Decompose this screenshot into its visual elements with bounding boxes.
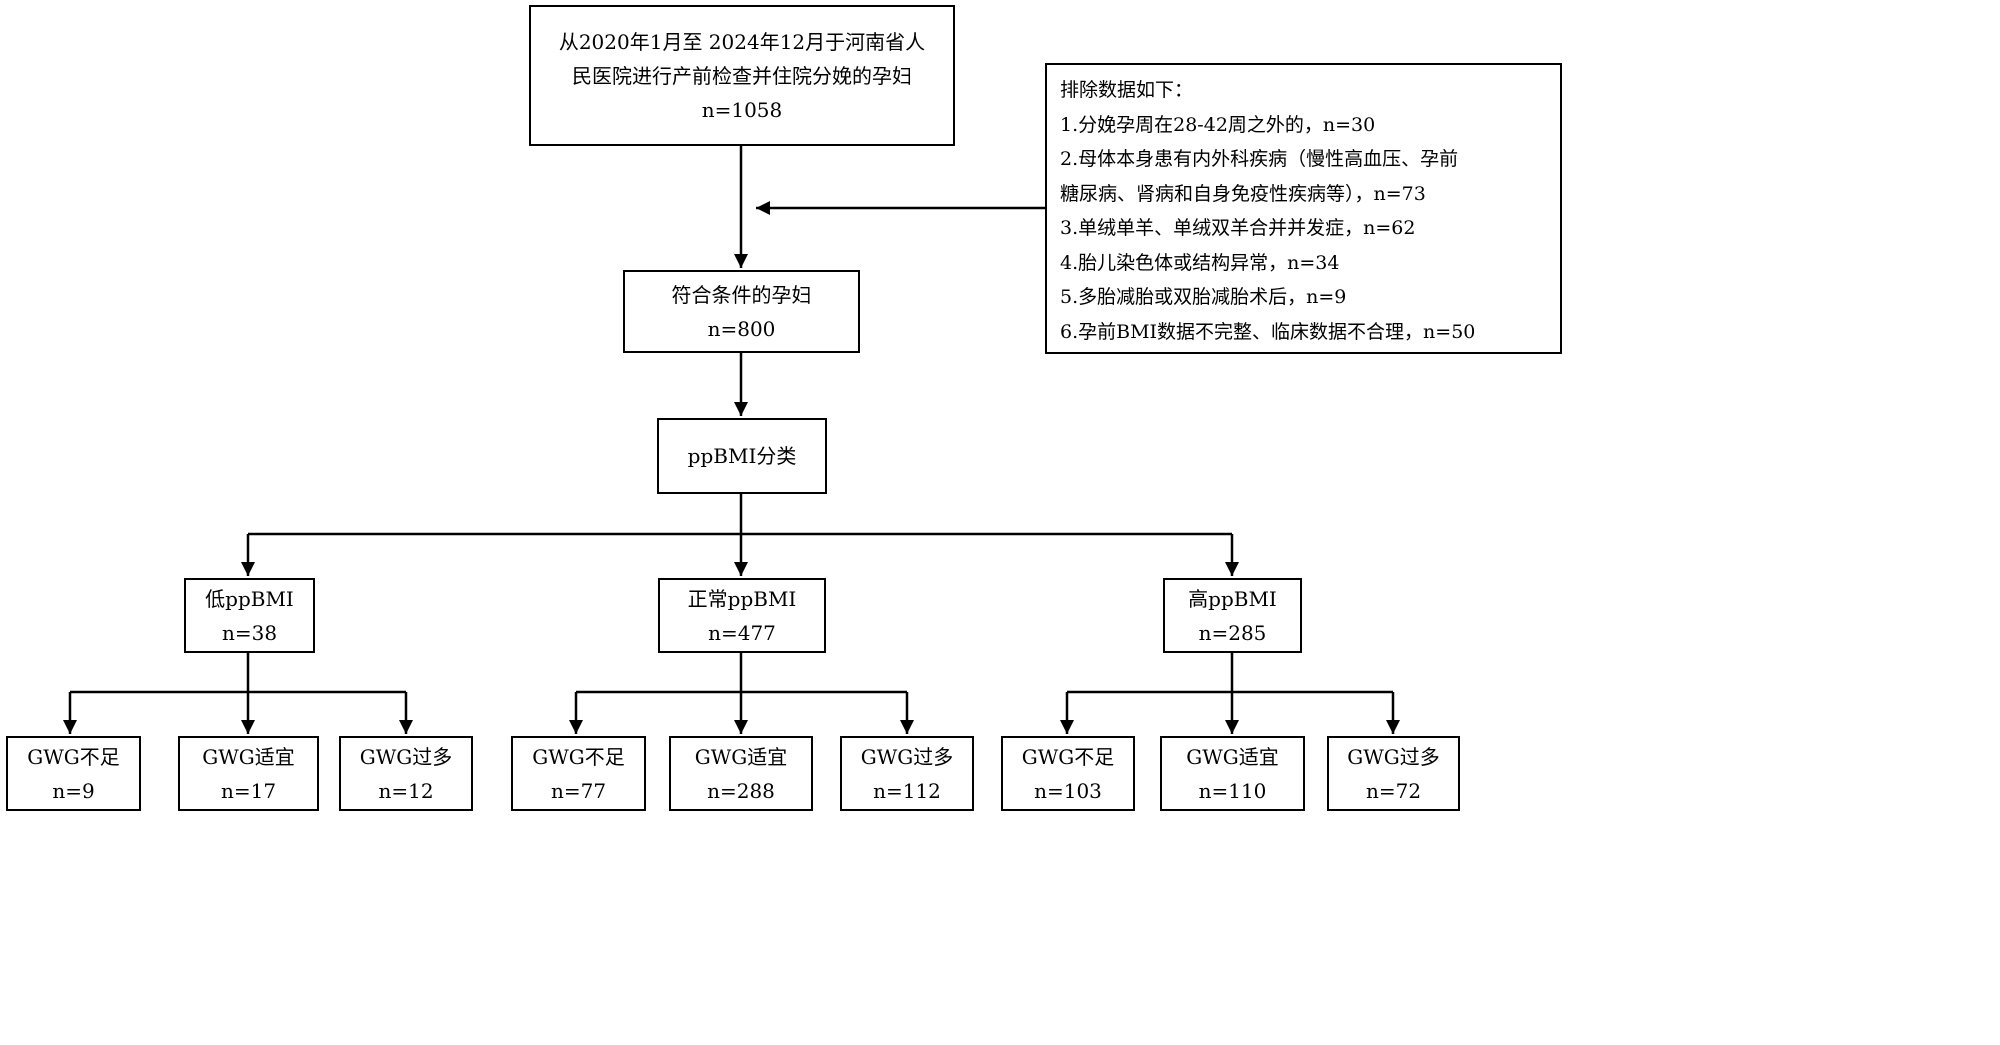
exclusion-title: 排除数据如下： bbox=[1060, 79, 1194, 101]
flowchart-connectors bbox=[63, 146, 1400, 734]
gwg-label: GWG适宜 bbox=[202, 744, 295, 769]
low-gwg-excessive-box: GWG过多 n=12 bbox=[339, 736, 473, 811]
gwg-label: GWG过多 bbox=[359, 744, 453, 769]
gwg-count: n=9 bbox=[52, 778, 95, 803]
source-line-1: 从2020年1月至 2024年12月于河南省人 bbox=[558, 29, 926, 54]
normal-gwg-excessive-box: GWG过多 n=112 bbox=[840, 736, 974, 811]
exclusion-line-7: 6.孕前BMI数据不完整、临床数据不合理，n=50 bbox=[1060, 320, 1476, 343]
group-high-label: 高ppBMI bbox=[1188, 586, 1277, 611]
exclusion-line-5: 4.胎儿染色体或结构异常，n=34 bbox=[1060, 251, 1340, 274]
source-population-box: 从2020年1月至 2024年12月于河南省人 民医院进行产前检查并住院分娩的孕… bbox=[529, 5, 955, 146]
group-normal-count: n=477 bbox=[708, 620, 776, 645]
gwg-label: GWG适宜 bbox=[1186, 744, 1279, 769]
source-count: n=1058 bbox=[701, 97, 783, 122]
eligible-count: n=800 bbox=[707, 316, 776, 341]
classification-box: ppBMI分类 bbox=[657, 418, 827, 494]
gwg-count: n=12 bbox=[378, 778, 434, 803]
normal-gwg-insufficient-box: GWG不足 n=77 bbox=[511, 736, 646, 811]
eligible-label: 符合条件的孕妇 bbox=[671, 282, 812, 307]
high-gwg-insufficient-box: GWG不足 n=103 bbox=[1001, 736, 1135, 811]
group-low-box: 低ppBMI n=38 bbox=[184, 578, 315, 653]
gwg-count: n=110 bbox=[1198, 778, 1267, 803]
group-high-box: 高ppBMI n=285 bbox=[1163, 578, 1302, 653]
classification-label: ppBMI分类 bbox=[687, 444, 797, 468]
eligible-box: 符合条件的孕妇 n=800 bbox=[623, 270, 860, 353]
low-gwg-insufficient-box: GWG不足 n=9 bbox=[6, 736, 141, 811]
group-normal-box: 正常ppBMI n=477 bbox=[658, 578, 826, 653]
exclusion-line-2: 2.母体本身患有内外科疾病（慢性高血压、孕前 bbox=[1060, 148, 1459, 170]
exclusion-line-4: 3.单绒单羊、单绒双羊合并并发症，n=62 bbox=[1060, 217, 1416, 239]
exclusion-line-1: 1.分娩孕周在28-42周之外的，n=30 bbox=[1060, 113, 1376, 136]
gwg-count: n=103 bbox=[1034, 778, 1102, 803]
gwg-label: GWG不足 bbox=[27, 744, 120, 769]
group-low-label: 低ppBMI bbox=[205, 586, 294, 611]
exclusion-line-3: 糖尿病、肾病和自身免疫性疾病等），n=73 bbox=[1060, 182, 1426, 205]
high-gwg-appropriate-box: GWG适宜 n=110 bbox=[1160, 736, 1305, 811]
source-line-2: 民医院进行产前检查并住院分娩的孕妇 bbox=[572, 63, 912, 88]
gwg-count: n=112 bbox=[873, 778, 941, 803]
normal-gwg-appropriate-box: GWG适宜 n=288 bbox=[669, 736, 813, 811]
group-normal-label: 正常ppBMI bbox=[687, 586, 797, 611]
flowchart: 从2020年1月至 2024年12月于河南省人 民医院进行产前检查并住院分娩的孕… bbox=[6, 5, 1562, 811]
group-low-count: n=38 bbox=[221, 620, 278, 645]
exclusion-criteria-box: 排除数据如下： 1.分娩孕周在28-42周之外的，n=30 2.母体本身患有内外… bbox=[1045, 63, 1562, 354]
gwg-label: GWG不足 bbox=[532, 744, 625, 769]
gwg-count: n=72 bbox=[1365, 778, 1422, 803]
gwg-count: n=288 bbox=[707, 778, 775, 803]
gwg-count: n=17 bbox=[220, 778, 277, 803]
low-gwg-appropriate-box: GWG适宜 n=17 bbox=[178, 736, 319, 811]
gwg-label: GWG过多 bbox=[1347, 744, 1440, 769]
gwg-count: n=77 bbox=[550, 778, 607, 803]
gwg-label: GWG适宜 bbox=[694, 744, 788, 769]
exclusion-line-6: 5.多胎减胎或双胎减胎术后，n=9 bbox=[1060, 286, 1347, 308]
gwg-label: GWG不足 bbox=[1021, 744, 1115, 769]
high-gwg-excessive-box: GWG过多 n=72 bbox=[1327, 736, 1460, 811]
group-high-count: n=285 bbox=[1198, 620, 1267, 645]
gwg-label: GWG过多 bbox=[860, 744, 954, 769]
